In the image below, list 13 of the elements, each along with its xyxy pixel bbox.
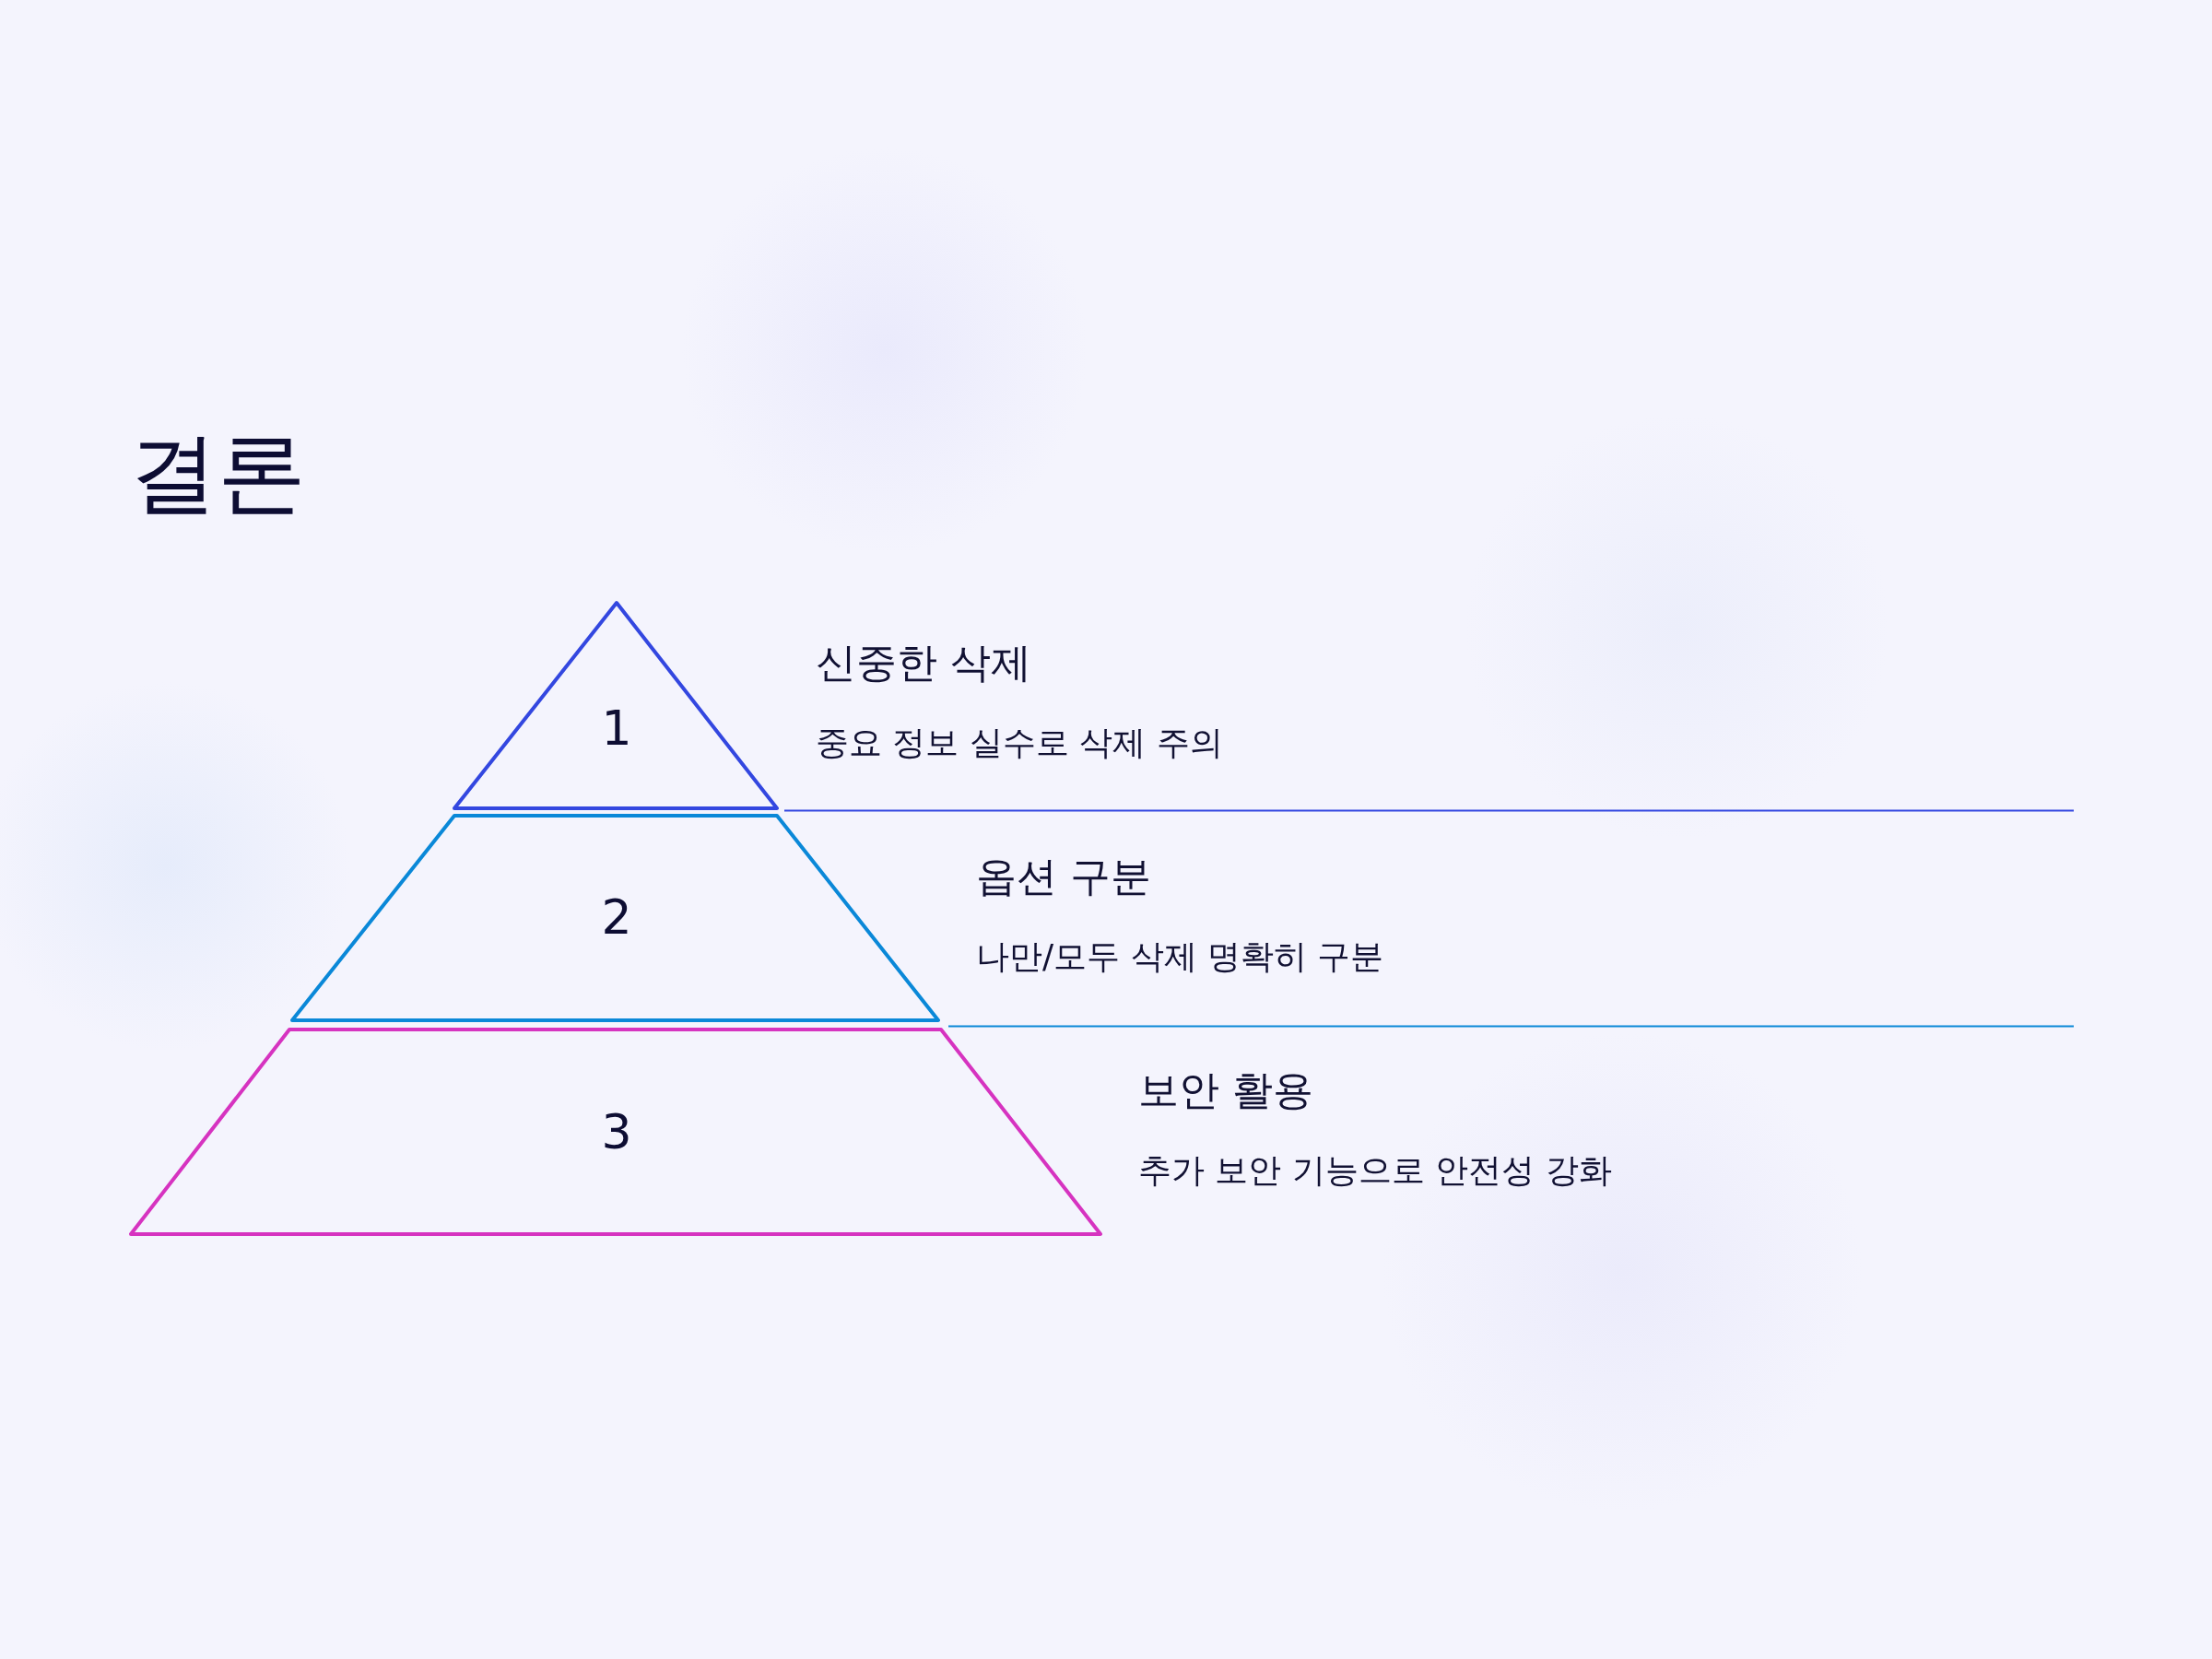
tier-heading: 보안 활용 [1138,1065,1313,1115]
tier-description: 나만/모두 삭제 명확히 구분 [976,936,1384,977]
pyramid-tier [292,816,938,1020]
tier-number: 2 [601,889,632,945]
tier-description: 중요 정보 실수로 삭제 주의 [816,723,1223,763]
slide-title: 결론 [129,420,306,526]
tier-heading: 옵션 구분 [976,852,1151,901]
pyramid-tier [454,603,777,808]
pyramid-tier [131,1030,1100,1234]
tier-description: 추가 보안 기능으로 안전성 강화 [1138,1150,1612,1191]
tier-number: 3 [601,1104,632,1159]
tier-number: 1 [601,700,632,756]
tier-heading: 신중한 삭제 [816,638,1031,688]
